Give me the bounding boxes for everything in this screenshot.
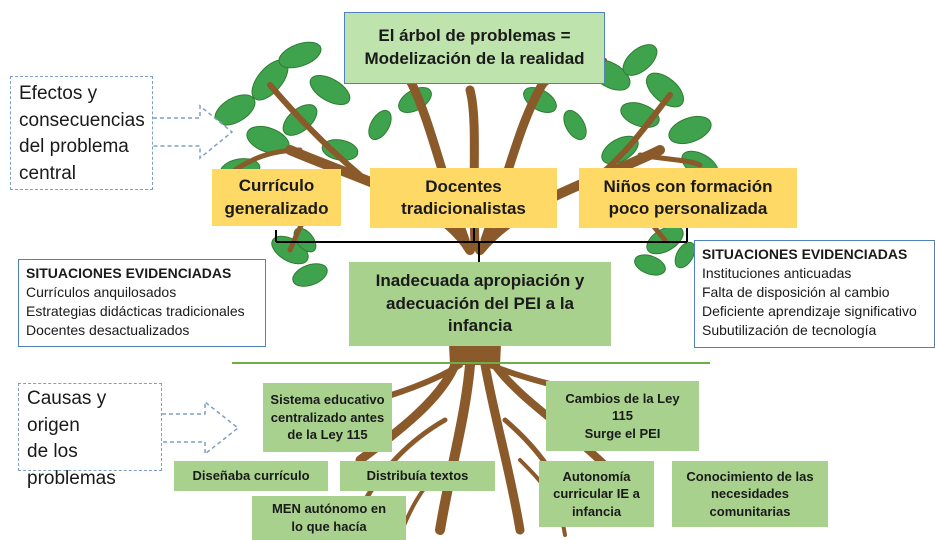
cause-line: MEN autónomo en [271,501,387,517]
situation-item: Docentes desactualizados [26,321,190,338]
situation-item: Deficiente aprendizaje significativo [702,302,917,319]
situation-item: Falta de disposición al cambio [702,283,890,300]
cause-line: curricular IE a [553,486,640,502]
effect-line: generalizado [224,198,329,218]
ground-divider [232,362,710,364]
cause-line: Surge el PEI [584,425,661,441]
situation-item: Subutilización de tecnología [702,321,877,338]
causes-label-line: de los [27,441,78,463]
cause-disenaba-curriculo: Diseñaba currículo [174,461,328,491]
causes-label: Causas y origen de los problemas [18,383,162,489]
central-problem-line: Inadecuada apropiación y [375,270,585,290]
cause-line: comunitarias [709,503,791,519]
causes-label-line: problemas [27,467,116,489]
cause-line: de la Ley 115 [287,427,368,443]
cause-cambios-ley: Cambios de la Ley 115 Surge el PEI [546,381,699,451]
cause-line: Autonomía [562,468,631,484]
situation-item: Instituciones anticuadas [702,264,852,281]
situation-item: Estrategias didácticas tradicionales [26,302,245,319]
effect-ninos: Niños con formación poco personalizada [579,168,797,228]
connector-lines [275,228,688,262]
effect-line: tradicionalistas [401,199,526,218]
cause-distribuia-textos: Distribuía textos [340,461,495,491]
title-line-1: El árbol de problemas = [378,26,571,46]
effect-docentes: Docentes tradicionalistas [370,168,557,228]
cause-line: Conocimiento de las [686,468,814,484]
effects-label-line: consecuencias [19,109,145,131]
cause-line: Cambios de la Ley [565,390,680,406]
cause-line: lo que hacía [291,519,367,534]
causes-label-line: Causas y origen [27,388,107,436]
cause-sistema-educativo: Sistema educativo centralizado antes de … [263,383,392,452]
effect-line: poco personalizada [608,199,768,218]
cause-conocimiento-necesidades: Conocimiento de las necesidades comunita… [672,461,828,527]
situations-left-heading: SITUACIONES EVIDENCIADAS [26,265,232,281]
cause-line: necesidades [710,486,790,502]
cause-line: 115 [612,408,633,424]
causes-arrow [162,400,240,456]
effect-line: Currículo [238,176,315,196]
situations-left: SITUACIONES EVIDENCIADAS Currículos anqu… [18,259,266,347]
effects-label-line: del problema [19,136,129,158]
cause-line: infancia [571,503,622,519]
effects-label-line: Efectos y [19,83,98,104]
cause-men-autonomo: MEN autónomo en lo que hacía [252,496,406,540]
cause-line: Sistema educativo [270,392,385,408]
cause-line: centralizado antes [270,409,385,425]
effects-label-line: central [19,162,77,184]
central-problem-line: adecuación del PEI a la [385,293,575,313]
cause-autonomia-curricular: Autonomía curricular IE a infancia [539,461,654,527]
cause-line: Diseñaba currículo [192,468,310,484]
cause-line: Distribuía textos [366,468,469,484]
situations-right: SITUACIONES EVIDENCIADAS Instituciones a… [694,240,935,348]
effect-line: Docentes [425,176,502,196]
effects-label: Efectos y consecuencias del problema cen… [10,76,153,190]
situation-item: Currículos anquilosados [26,283,177,300]
central-problem-line: infancia [447,316,513,336]
situations-right-heading: SITUACIONES EVIDENCIADAS [702,246,908,262]
diagram-title: El árbol de problemas = Modelización de … [344,12,605,84]
effects-arrow [153,104,234,160]
effect-line: Niños con formación [603,176,773,196]
title-line-2: Modelización de la realidad [364,49,585,68]
effect-curriculo: Currículo generalizado [212,169,341,226]
central-problem: Inadecuada apropiación y adecuación del … [349,262,611,346]
